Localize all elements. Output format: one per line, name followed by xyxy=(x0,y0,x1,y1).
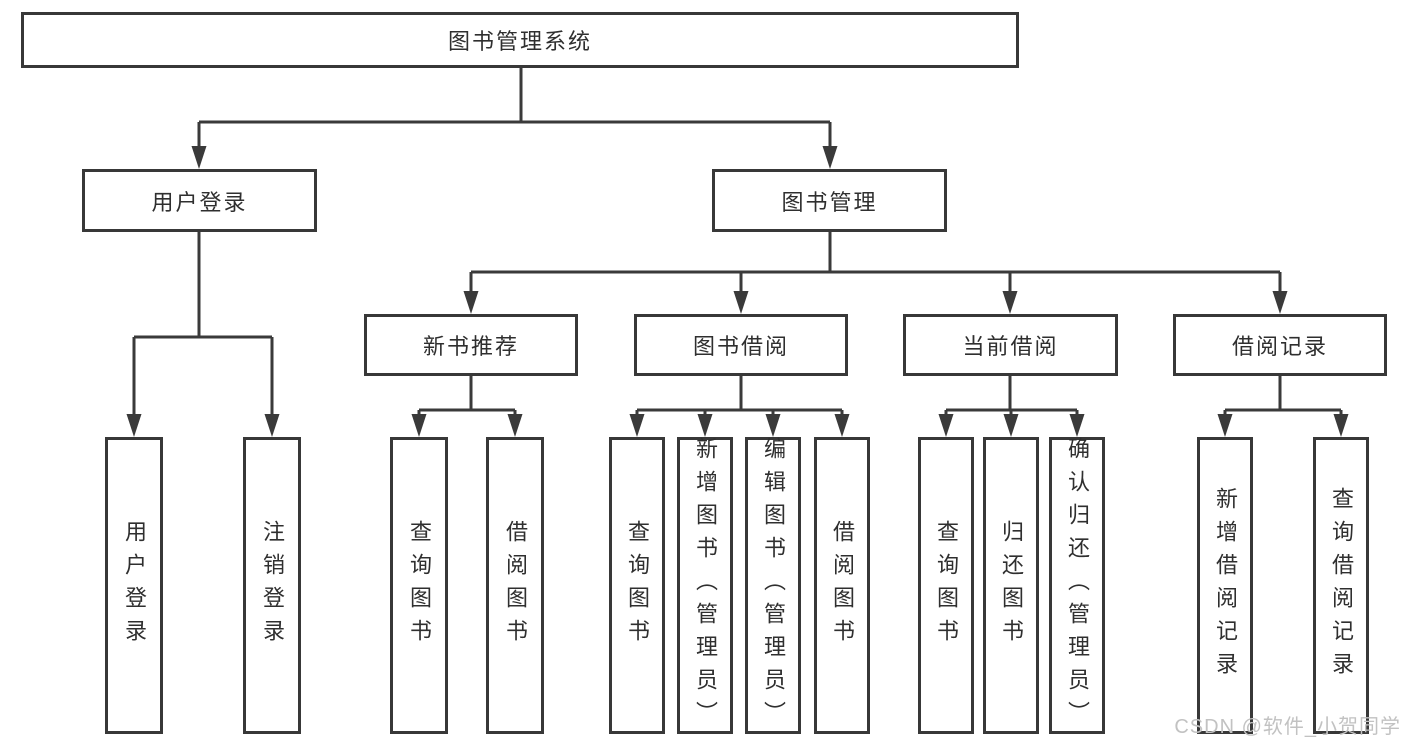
node-book-mgmt-label: 图书管理 xyxy=(781,189,878,215)
leaf-current-return-books-label: 归还图书 xyxy=(999,519,1024,652)
connector-user-login-children xyxy=(126,232,280,437)
node-new-book-rec: 新书推荐 xyxy=(364,314,578,376)
leaf-borrow-borrow-books-label: 借阅图书 xyxy=(830,519,855,652)
leaf-current-query-books: 查询图书 xyxy=(918,437,974,734)
connector-book-borrow-children xyxy=(629,376,850,437)
leaf-current-confirm-return-admin-label: 确认归还（管理员） xyxy=(1065,437,1090,734)
connector-borrow-record-children xyxy=(1217,376,1349,437)
leaf-logout-label: 注销登录 xyxy=(260,519,285,652)
leaf-newrec-borrow-books-label: 借阅图书 xyxy=(503,519,528,652)
node-current-borrow-label: 当前借阅 xyxy=(962,334,1059,359)
csdn-watermark: CSDN @软件_小贺同学 xyxy=(1174,716,1401,738)
leaf-borrow-add-books-admin-label: 新增图书（管理员） xyxy=(693,437,718,734)
leaf-record-query-record: 查询借阅记录 xyxy=(1313,437,1369,734)
connector-new-book-rec-children xyxy=(411,376,523,437)
leaf-borrow-borrow-books: 借阅图书 xyxy=(814,437,870,734)
leaf-borrow-query-books: 查询图书 xyxy=(609,437,665,734)
leaf-borrow-edit-books-admin-label: 编辑图书（管理员） xyxy=(761,437,786,734)
node-current-borrow: 当前借阅 xyxy=(903,314,1118,376)
leaf-current-query-books-label: 查询图书 xyxy=(934,519,959,652)
node-book-borrow: 图书借阅 xyxy=(634,314,848,376)
leaf-record-query-record-label: 查询借阅记录 xyxy=(1329,486,1354,685)
leaf-record-add-record-label: 新增借阅记录 xyxy=(1213,486,1238,685)
node-user-login: 用户登录 xyxy=(82,169,317,232)
leaf-borrow-query-books-label: 查询图书 xyxy=(625,519,650,652)
leaf-user-login-label: 用户登录 xyxy=(122,519,147,652)
node-user-login-label: 用户登录 xyxy=(151,189,248,215)
node-root-label: 图书管理系统 xyxy=(447,29,592,54)
leaf-current-return-books: 归还图书 xyxy=(983,437,1039,734)
node-borrow-record-label: 借阅记录 xyxy=(1231,334,1328,359)
leaf-record-add-record: 新增借阅记录 xyxy=(1197,437,1253,734)
leaf-newrec-query-books: 查询图书 xyxy=(390,437,448,734)
leaf-logout: 注销登录 xyxy=(243,437,301,734)
leaf-newrec-query-books-label: 查询图书 xyxy=(407,519,432,652)
node-root: 图书管理系统 xyxy=(21,12,1019,68)
connector-root-to-level2 xyxy=(191,68,838,169)
leaf-borrow-add-books-admin: 新增图书（管理员） xyxy=(677,437,733,734)
node-new-book-rec-label: 新书推荐 xyxy=(422,334,519,359)
connector-current-borrow-children xyxy=(938,376,1085,437)
leaf-current-confirm-return-admin: 确认归还（管理员） xyxy=(1049,437,1105,734)
node-book-mgmt: 图书管理 xyxy=(712,169,947,232)
connector-book-mgmt-to-level3 xyxy=(463,232,1288,314)
leaf-newrec-borrow-books: 借阅图书 xyxy=(486,437,544,734)
leaf-user-login: 用户登录 xyxy=(105,437,163,734)
node-book-borrow-label: 图书借阅 xyxy=(692,334,789,359)
node-borrow-record: 借阅记录 xyxy=(1173,314,1387,376)
leaf-borrow-edit-books-admin: 编辑图书（管理员） xyxy=(745,437,801,734)
